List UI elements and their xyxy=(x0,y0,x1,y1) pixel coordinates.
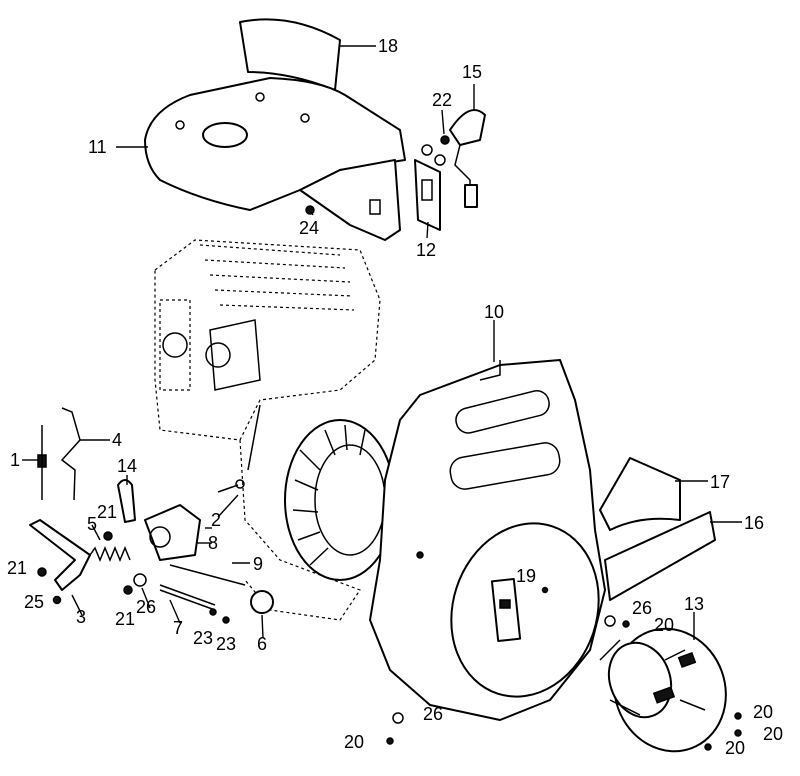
part-12-gasket xyxy=(414,159,441,231)
callout-15: 15 xyxy=(462,62,482,82)
part-8-housing xyxy=(144,504,201,561)
part-10-fan-housing xyxy=(369,359,606,721)
part-7-shaft xyxy=(159,584,216,611)
callout-21c: 21 xyxy=(115,609,135,629)
callout-20e: 20 xyxy=(725,738,745,758)
part-13-starter-cup xyxy=(599,627,727,753)
callout-7: 7 xyxy=(173,618,183,638)
callout-6: 6 xyxy=(257,634,267,654)
callout-19: 19 xyxy=(516,566,536,586)
callout-24: 24 xyxy=(299,218,319,238)
callout-5: 5 xyxy=(87,514,97,534)
callout-25: 25 xyxy=(24,592,44,612)
callout-10: 10 xyxy=(484,302,504,322)
callout-13: 13 xyxy=(684,594,704,614)
callout-21a: 21 xyxy=(97,502,117,522)
callout-22: 22 xyxy=(432,90,452,110)
callout-2: 2 xyxy=(211,510,221,530)
part-11-top-cover xyxy=(144,77,406,241)
callout-17: 17 xyxy=(710,472,730,492)
part-24-screw xyxy=(305,205,315,215)
callout-21b: 21 xyxy=(7,558,27,578)
callout-20c: 20 xyxy=(763,724,783,744)
callout-26b: 26 xyxy=(632,598,652,618)
part-22-screw xyxy=(440,135,450,145)
callouts: 18 11 15 22 24 12 10 4 1 14 17 21 2 16 5… xyxy=(7,36,783,758)
callout-4: 4 xyxy=(112,430,122,450)
callout-12: 12 xyxy=(416,240,436,260)
callout-1: 1 xyxy=(10,450,20,470)
part-19-label xyxy=(490,578,522,642)
callout-3: 3 xyxy=(76,607,86,627)
part-3-governor-lever xyxy=(29,519,91,591)
part-1-clip xyxy=(37,425,47,500)
callout-16: 16 xyxy=(744,513,764,533)
callout-20b: 20 xyxy=(753,702,773,722)
part-17-shield xyxy=(599,457,681,531)
flywheel-fan xyxy=(284,419,396,581)
leader-lines xyxy=(22,45,742,640)
part-14-bracket xyxy=(117,479,136,523)
callout-23b: 23 xyxy=(216,634,236,654)
part-15-plug-cap xyxy=(421,109,486,208)
part-6-knob xyxy=(250,590,274,614)
part-2-pin xyxy=(217,479,245,493)
callout-26c: 26 xyxy=(423,704,443,724)
callout-26a: 26 xyxy=(136,597,156,617)
small-fasteners xyxy=(37,531,742,751)
callout-11: 11 xyxy=(88,137,107,157)
callout-9: 9 xyxy=(253,554,263,574)
part-18-insulator-plate xyxy=(239,18,341,91)
part-9-shaft xyxy=(169,564,246,586)
callout-23a: 23 xyxy=(193,628,213,648)
callout-8: 8 xyxy=(208,533,218,553)
callout-14: 14 xyxy=(117,456,137,476)
callout-18: 18 xyxy=(378,36,398,56)
callout-20a: 20 xyxy=(654,615,674,635)
part-4-rod xyxy=(60,407,81,501)
part-5-spring xyxy=(89,546,131,562)
callout-20d: 20 xyxy=(344,732,364,752)
part-16-shield xyxy=(604,511,716,601)
